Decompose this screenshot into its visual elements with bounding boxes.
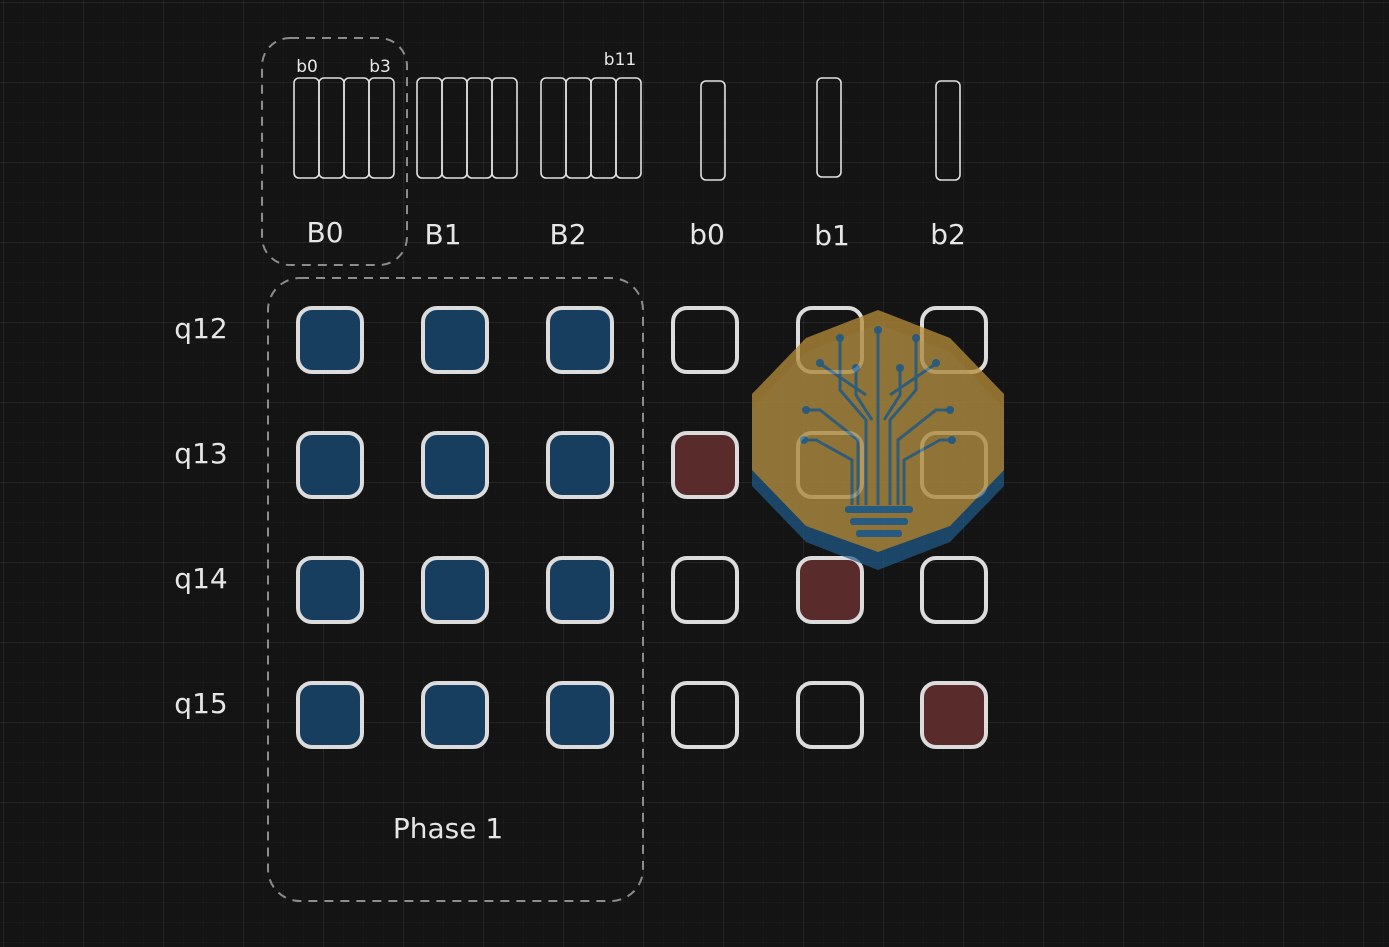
row-label-q12: q12 bbox=[174, 312, 227, 345]
column-header-B0: B0 bbox=[306, 216, 343, 249]
cell-q13-b0-red bbox=[671, 431, 739, 499]
cell-q14-B2-blue bbox=[546, 556, 614, 624]
cell-q15-b0-empty bbox=[671, 681, 739, 749]
row-label-q15: q15 bbox=[174, 687, 227, 720]
bit-label-high: b11 bbox=[604, 50, 636, 70]
cell-q15-b1-empty bbox=[796, 681, 864, 749]
bit-bar-B2-1 bbox=[565, 77, 592, 179]
bit-bar-B0-2 bbox=[343, 77, 370, 179]
row-label-q14: q14 bbox=[174, 562, 227, 595]
bit-bar-B2-3 bbox=[615, 77, 642, 179]
circuit-tree-lightbulb-icon bbox=[752, 310, 1004, 570]
cell-q14-B1-blue bbox=[421, 556, 489, 624]
column-header-B2: B2 bbox=[549, 218, 586, 251]
row-label-q13: q13 bbox=[174, 437, 227, 470]
cell-q12-B0-blue bbox=[296, 306, 364, 374]
bit-bar-B1-1 bbox=[441, 77, 468, 179]
bit-bar-b0 bbox=[700, 80, 726, 181]
bit-bar-B2-2 bbox=[590, 77, 617, 179]
phase-label: Phase 1 bbox=[393, 812, 503, 845]
cell-q15-B1-blue bbox=[421, 681, 489, 749]
cell-q12-b0-empty bbox=[671, 306, 739, 374]
bit-bar-B0-1 bbox=[318, 77, 345, 179]
column-header-b0: b0 bbox=[689, 218, 725, 251]
cell-q14-B0-blue bbox=[296, 556, 364, 624]
cell-q12-B1-blue bbox=[421, 306, 489, 374]
cell-q14-b1-red bbox=[796, 556, 864, 624]
bit-bar-B0-3 bbox=[368, 77, 395, 179]
bit-bar-B1-2 bbox=[466, 77, 493, 179]
cell-q13-B0-blue bbox=[296, 431, 364, 499]
cell-q14-b2-empty bbox=[920, 556, 988, 624]
column-header-b2: b2 bbox=[930, 218, 966, 251]
cell-q15-b2-red bbox=[920, 681, 988, 749]
bit-bars bbox=[293, 77, 961, 181]
bit-bar-B1-0 bbox=[416, 77, 443, 179]
column-header-b1: b1 bbox=[814, 219, 850, 252]
bit-bar-b1 bbox=[816, 77, 842, 178]
group-b0-dashed-box bbox=[261, 37, 408, 266]
cell-q13-B2-blue bbox=[546, 431, 614, 499]
cell-grid bbox=[296, 306, 988, 749]
bit-bar-B0-0 bbox=[293, 77, 320, 179]
cell-q14-b0-empty bbox=[671, 556, 739, 624]
bit-label-start: b0 bbox=[296, 57, 318, 77]
cell-q15-B2-blue bbox=[546, 681, 614, 749]
bit-bar-B2-0 bbox=[540, 77, 567, 179]
bit-label-end: b3 bbox=[369, 57, 391, 77]
cell-q13-B1-blue bbox=[421, 431, 489, 499]
bit-bar-b2 bbox=[935, 80, 961, 181]
cell-q12-B2-blue bbox=[546, 306, 614, 374]
bit-bar-B1-3 bbox=[491, 77, 518, 179]
cell-q15-B0-blue bbox=[296, 681, 364, 749]
phase-1-dashed-box bbox=[267, 277, 644, 902]
column-header-B1: B1 bbox=[424, 218, 461, 251]
